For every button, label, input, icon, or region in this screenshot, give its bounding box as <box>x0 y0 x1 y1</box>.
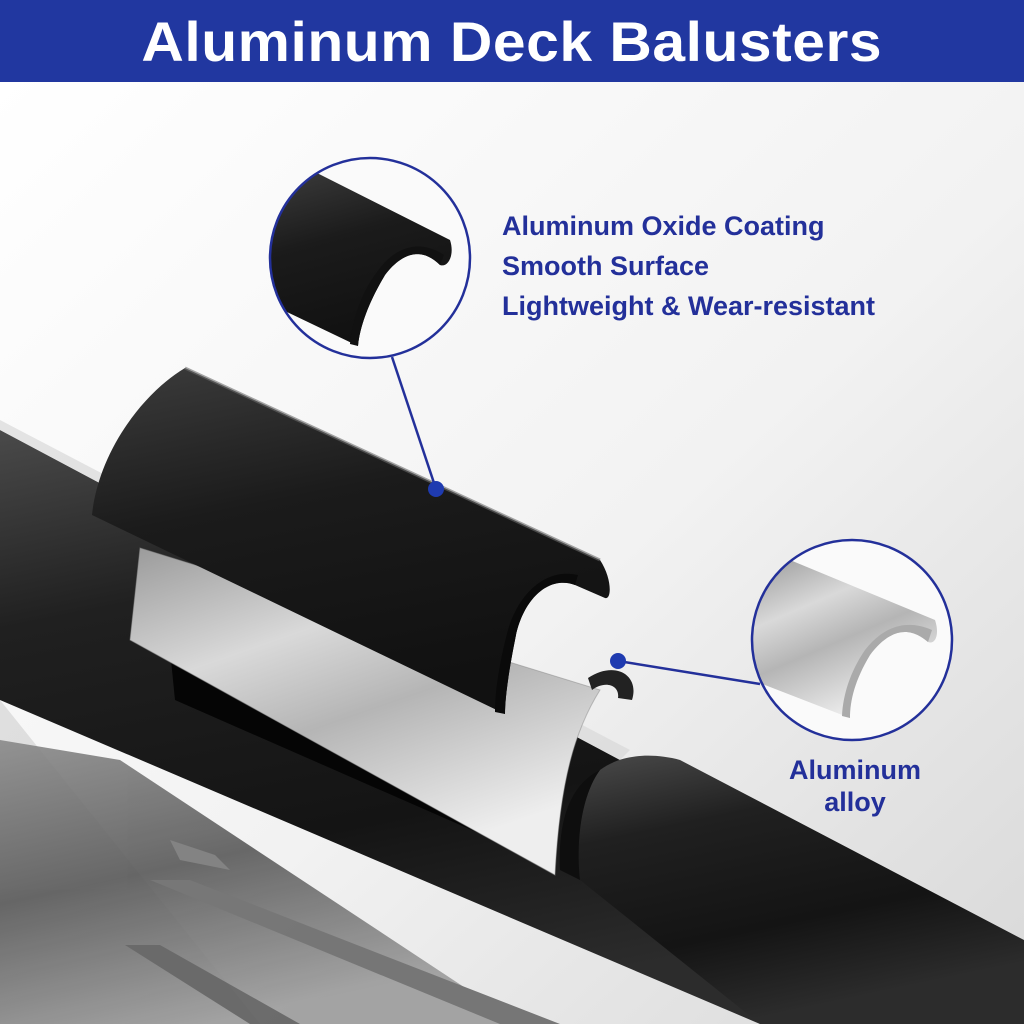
aluminum-core-layer <box>129 547 634 876</box>
reflection-tube <box>0 740 560 1024</box>
title-banner: Aluminum Deck Balusters <box>0 0 1024 82</box>
black-coating-shell <box>92 366 610 714</box>
alloy-label: Aluminum alloy <box>770 754 940 818</box>
coating-marker-dot <box>428 481 444 497</box>
alloy-callout-circle <box>750 538 954 742</box>
coating-leader-line <box>390 356 438 490</box>
feature-item: Smooth Surface <box>502 251 710 281</box>
coating-features-list: Aluminum Oxide Coating Smooth Surface Li… <box>502 206 875 326</box>
alloy-label-line2: alloy <box>824 787 886 817</box>
baluster-cutaway-illustration <box>0 82 1024 1024</box>
coating-callout-circle <box>268 156 472 360</box>
alloy-marker-dot <box>610 653 626 669</box>
alloy-label-line1: Aluminum <box>789 755 921 785</box>
feature-item: Lightweight & Wear-resistant <box>502 291 876 321</box>
feature-item: Aluminum Oxide Coating <box>502 211 825 241</box>
page-title: Aluminum Deck Balusters <box>141 9 883 73</box>
alloy-leader-line <box>617 659 761 686</box>
